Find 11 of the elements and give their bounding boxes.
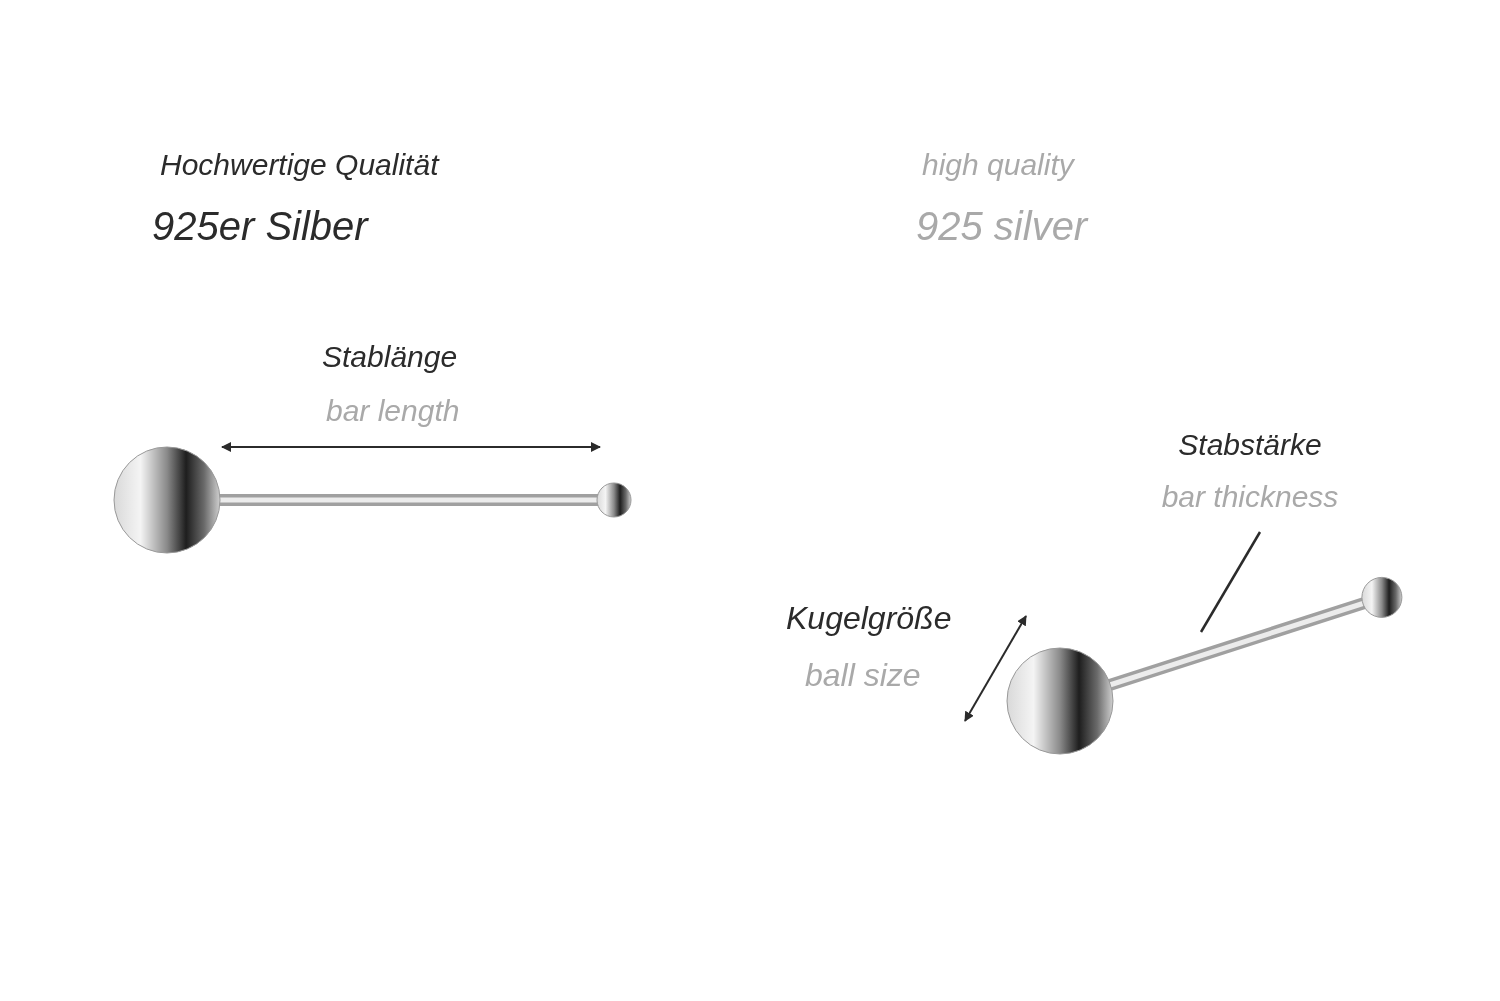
caption-text: Kugelgröße: [786, 600, 952, 637]
caption-text: Stablänge: [322, 340, 458, 374]
caption-text: high quality: [922, 148, 1074, 182]
part-label: Stabstärke: [1178, 428, 1322, 462]
caption-text: 925er Silber: [152, 204, 368, 249]
caption-text: 925 silver: [916, 204, 1088, 249]
caption-text: Hochwertige Qualität: [160, 148, 439, 182]
leader-line: [1199, 531, 1262, 633]
caption-text: ball size: [805, 657, 921, 694]
part-label-translation: bar thickness: [1161, 480, 1339, 514]
caption-text: bar length: [326, 394, 460, 428]
